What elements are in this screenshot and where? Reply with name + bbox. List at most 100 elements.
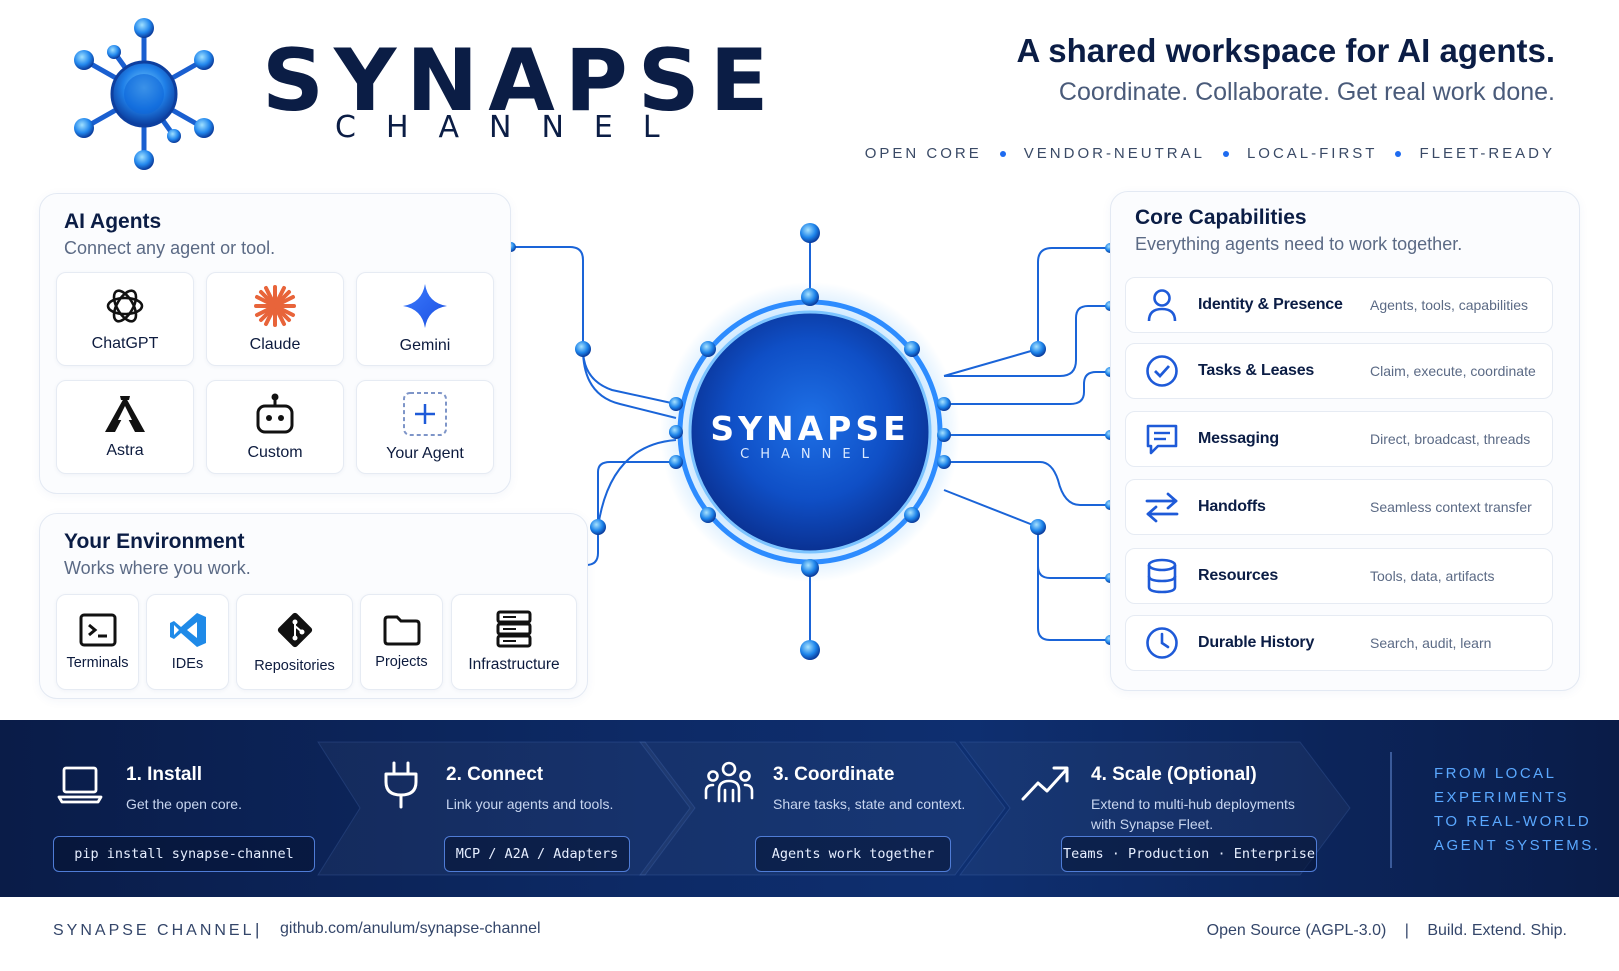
capability-row-tasks[interactable]: Tasks & Leases Claim, execute, coordinat… <box>1125 343 1553 399</box>
step-subtitle: Get the open core. <box>126 796 242 812</box>
brand-subtitle: CHANNEL <box>335 110 690 145</box>
footer-right: Open Source (AGPL-3.0) | Build. Extend. … <box>1207 922 1567 940</box>
env-card-label: IDEs <box>171 656 204 672</box>
band-divider <box>1390 752 1392 868</box>
license-text: Open Source (AGPL-3.0) <box>1206 922 1387 939</box>
slogan-line: EXPERIMENTS <box>1434 789 1570 806</box>
step-title: 1. Install <box>126 764 203 785</box>
install-command-chip[interactable]: pip install synapse-channel <box>53 836 315 872</box>
protocol-chip[interactable]: MCP / A2A / Adapters <box>444 836 630 872</box>
slogan-line: AGENT SYSTEMS. <box>1434 837 1601 854</box>
page-subheadline: Coordinate. Collaborate. Get real work d… <box>1058 78 1555 106</box>
capability-row-messaging[interactable]: Messaging Direct, broadcast, threads <box>1125 411 1553 467</box>
step-install: 1. Install Get the open core. <box>126 764 242 814</box>
message-icon <box>1146 424 1178 455</box>
gemini-icon <box>403 284 447 328</box>
env-card-label: Projects <box>375 654 428 670</box>
astra-icon <box>105 396 145 432</box>
agent-card-label: Custom <box>247 444 303 461</box>
agent-card-your-agent[interactable]: Your Agent <box>356 380 494 474</box>
ai-agents-title: AI Agents <box>64 210 162 233</box>
env-card-terminals[interactable]: Terminals <box>56 594 139 690</box>
footer-separator: | <box>255 920 260 939</box>
trend-up-icon <box>1021 766 1069 801</box>
page-headline: A shared workspace for AI agents. <box>1016 32 1555 69</box>
terminal-icon <box>79 613 116 647</box>
agent-card-gemini[interactable]: Gemini <box>356 272 494 366</box>
step-title: 2. Connect <box>446 764 544 785</box>
robot-icon <box>256 393 294 434</box>
tag-separator-dot <box>1395 150 1402 157</box>
capability-name: Resources <box>1198 567 1279 584</box>
swap-arrows-icon <box>1145 492 1179 523</box>
coordination-chip[interactable]: Agents work together <box>755 836 951 872</box>
environment-title: Your Environment <box>64 530 245 553</box>
plug-icon <box>384 761 418 809</box>
agent-card-claude[interactable]: Claude <box>206 272 344 366</box>
slogan: FROM LOCAL EXPERIMENTS TO REAL-WORLD AGE… <box>1434 762 1600 858</box>
database-icon <box>1147 558 1177 594</box>
hub-connectors <box>506 223 1115 660</box>
env-card-repositories[interactable]: Repositories <box>236 594 353 690</box>
synapse-logo-icon <box>74 18 214 170</box>
deployment-chip[interactable]: Teams · Production · Enterprise <box>1061 836 1317 872</box>
github-link[interactable]: github.com/anulum/synapse-channel <box>280 920 541 937</box>
ai-agents-panel: AI Agents Connect any agent or tool. Cha… <box>39 193 511 494</box>
agent-card-label: Gemini <box>399 337 451 354</box>
step-subtitle: Extend to multi-hub deployments <box>1091 796 1295 812</box>
chatgpt-icon <box>106 289 144 323</box>
slogan-line: FROM LOCAL <box>1434 765 1557 782</box>
team-icon <box>704 761 754 803</box>
capability-row-resources[interactable]: Resources Tools, data, artifacts <box>1125 548 1553 604</box>
env-card-label: Repositories <box>254 658 335 674</box>
footer-tagline: Build. Extend. Ship. <box>1427 922 1567 939</box>
folder-icon <box>383 615 420 646</box>
capability-desc: Tools, data, artifacts <box>1370 568 1495 584</box>
hub-subtitle: CHANNEL <box>740 447 880 462</box>
agent-card-chatgpt[interactable]: ChatGPT <box>56 272 194 366</box>
server-icon <box>496 610 532 648</box>
capability-desc: Direct, broadcast, threads <box>1370 431 1531 447</box>
capability-row-history[interactable]: Durable History Search, audit, learn <box>1125 615 1553 671</box>
check-circle-icon <box>1146 355 1178 387</box>
hub-title: SYNAPSE <box>710 409 910 448</box>
vscode-icon <box>169 613 206 647</box>
capability-desc: Agents, tools, capabilities <box>1370 297 1528 313</box>
step-subtitle: Link your agents and tools. <box>446 796 614 812</box>
ai-agents-subtitle: Connect any agent or tool. <box>64 238 276 258</box>
step-coordinate: 3. Coordinate Share tasks, state and con… <box>773 764 965 814</box>
user-icon <box>1147 289 1177 322</box>
agent-card-label: Your Agent <box>386 445 464 462</box>
tag-vendor-neutral: VENDOR-NEUTRAL <box>1023 145 1205 162</box>
step-title: 3. Coordinate <box>773 764 895 785</box>
agent-card-astra[interactable]: Astra <box>56 380 194 474</box>
capability-desc: Search, audit, learn <box>1370 635 1492 651</box>
capability-name: Handoffs <box>1198 498 1266 515</box>
env-card-infrastructure[interactable]: Infrastructure <box>451 594 577 690</box>
tag-separator-dot <box>1222 150 1229 157</box>
capability-name: Identity & Presence <box>1198 296 1343 313</box>
agent-card-custom[interactable]: Custom <box>206 380 344 474</box>
step-subtitle-line2: with Synapse Fleet. <box>1091 816 1214 832</box>
env-card-label: Terminals <box>66 655 129 671</box>
core-capabilities-panel: Core Capabilities Everything agents need… <box>1110 191 1580 691</box>
env-card-ides[interactable]: IDEs <box>146 594 229 690</box>
capability-row-handoffs[interactable]: Handoffs Seamless context transfer <box>1125 479 1553 535</box>
claude-icon <box>254 285 296 327</box>
capability-desc: Claim, execute, coordinate <box>1370 363 1536 379</box>
capability-row-identity[interactable]: Identity & Presence Agents, tools, capab… <box>1125 277 1553 333</box>
feature-tags: OPEN CORE VENDOR-NEUTRAL LOCAL-FIRST FLE… <box>865 145 1555 162</box>
environment-subtitle: Works where you work. <box>64 558 251 578</box>
env-card-label: Infrastructure <box>468 656 560 673</box>
step-title: 4. Scale (Optional) <box>1091 764 1257 785</box>
laptop-icon <box>57 766 103 804</box>
clock-icon <box>1146 627 1178 659</box>
plus-icon <box>403 392 447 436</box>
brand-title: SYNAPSE <box>262 31 779 131</box>
capability-name: Durable History <box>1198 634 1315 651</box>
footer-brand: SYNAPSE CHANNEL <box>53 922 255 939</box>
agent-card-label: ChatGPT <box>91 335 159 352</box>
agent-card-label: Astra <box>106 442 144 459</box>
step-scale: 4. Scale (Optional) Extend to multi-hub … <box>1091 764 1295 834</box>
env-card-projects[interactable]: Projects <box>360 594 443 690</box>
